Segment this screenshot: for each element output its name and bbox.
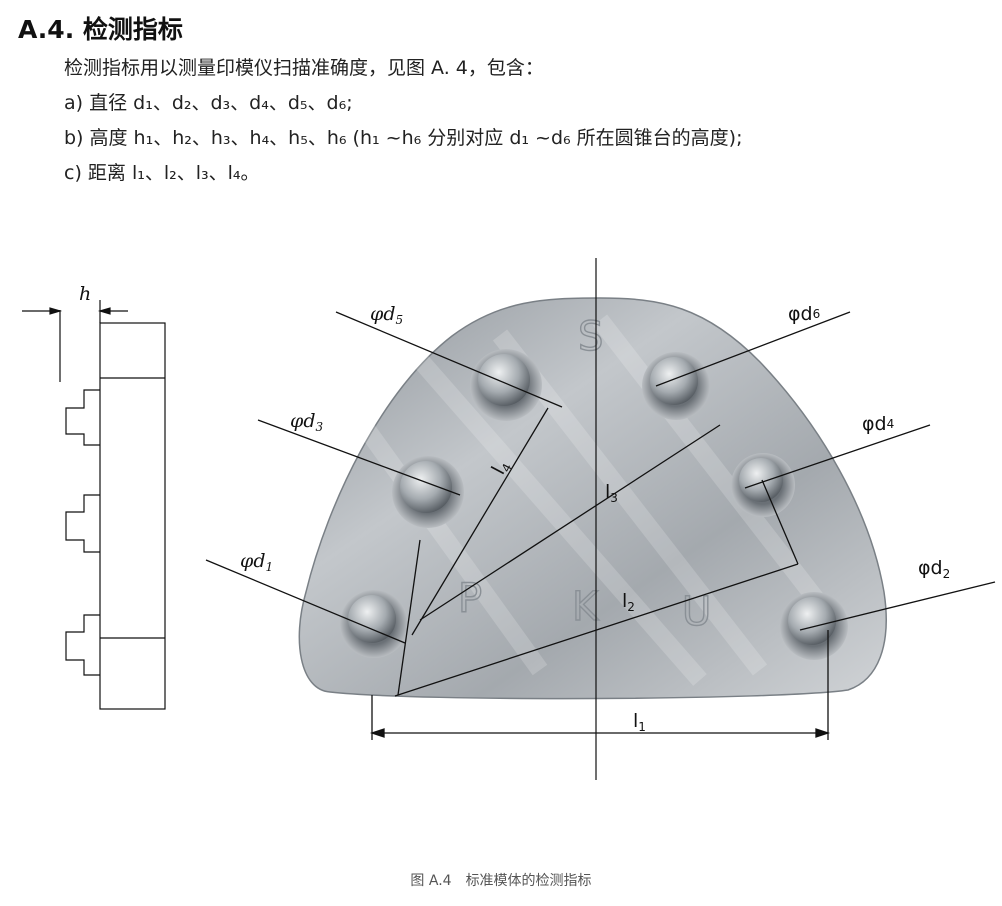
label-d5: φd5: [370, 303, 403, 327]
side-view-drawing: h: [22, 283, 166, 710]
caption-text: 标准模体的检测指标: [465, 873, 592, 889]
item-a-prefix: a) 直径: [64, 92, 134, 114]
item-a: a) 直径 d₁、d₂、d₃、d₄、d₅、d₆;: [64, 88, 353, 115]
side-view-h-label: h: [79, 283, 91, 305]
label-d1: φd1: [240, 550, 273, 574]
diameter-leaders: [205, 311, 996, 644]
section-number: A.4.: [18, 15, 75, 44]
label-l3: l3: [605, 481, 618, 505]
section-heading: A.4. 检测指标: [18, 10, 183, 46]
label-d6: φd6: [788, 303, 820, 325]
label-d2: φd2: [918, 557, 950, 581]
caption-number: 图 A.4: [410, 873, 452, 889]
figure-caption: 图 A.4 标准模体的检测指标: [0, 870, 1002, 890]
embossed-letter-u: U: [682, 589, 711, 635]
label-l1: l1: [633, 710, 646, 734]
peg-d4: [731, 453, 795, 517]
label-l2: l2: [622, 590, 635, 614]
item-a-rest: d₁、d₂、d₃、d₄、d₅、d₆;: [133, 92, 353, 114]
embossed-letter-s: S: [578, 314, 603, 360]
peg-d5: [470, 349, 542, 421]
label-d4: φd4: [862, 413, 894, 435]
item-c: c) 距离 l₁、l₂、l₃、l₄。: [64, 162, 260, 184]
peg-d6: [642, 352, 710, 420]
intro-paragraph: 检测指标用以测量印模仪扫描准确度，见图 A. 4，包含：: [64, 57, 544, 79]
label-d3: φd3: [290, 410, 323, 434]
side-view-plate: [99, 322, 166, 710]
peg-d3: [392, 456, 464, 528]
embossed-letter-p: P: [458, 576, 482, 622]
plate-body: [298, 297, 887, 700]
phantom-figure: h S P K U: [22, 258, 996, 780]
section-title: 检测指标: [82, 15, 183, 44]
peg-d1: [340, 590, 408, 658]
distance-lines: [369, 407, 831, 740]
phantom-plate: S P K U: [298, 297, 887, 700]
item-b: b) 高度 h₁、h₂、h₃、h₄、h₅、h₆ (h₁ ~h₆ 分别对应 d₁ …: [64, 127, 743, 149]
